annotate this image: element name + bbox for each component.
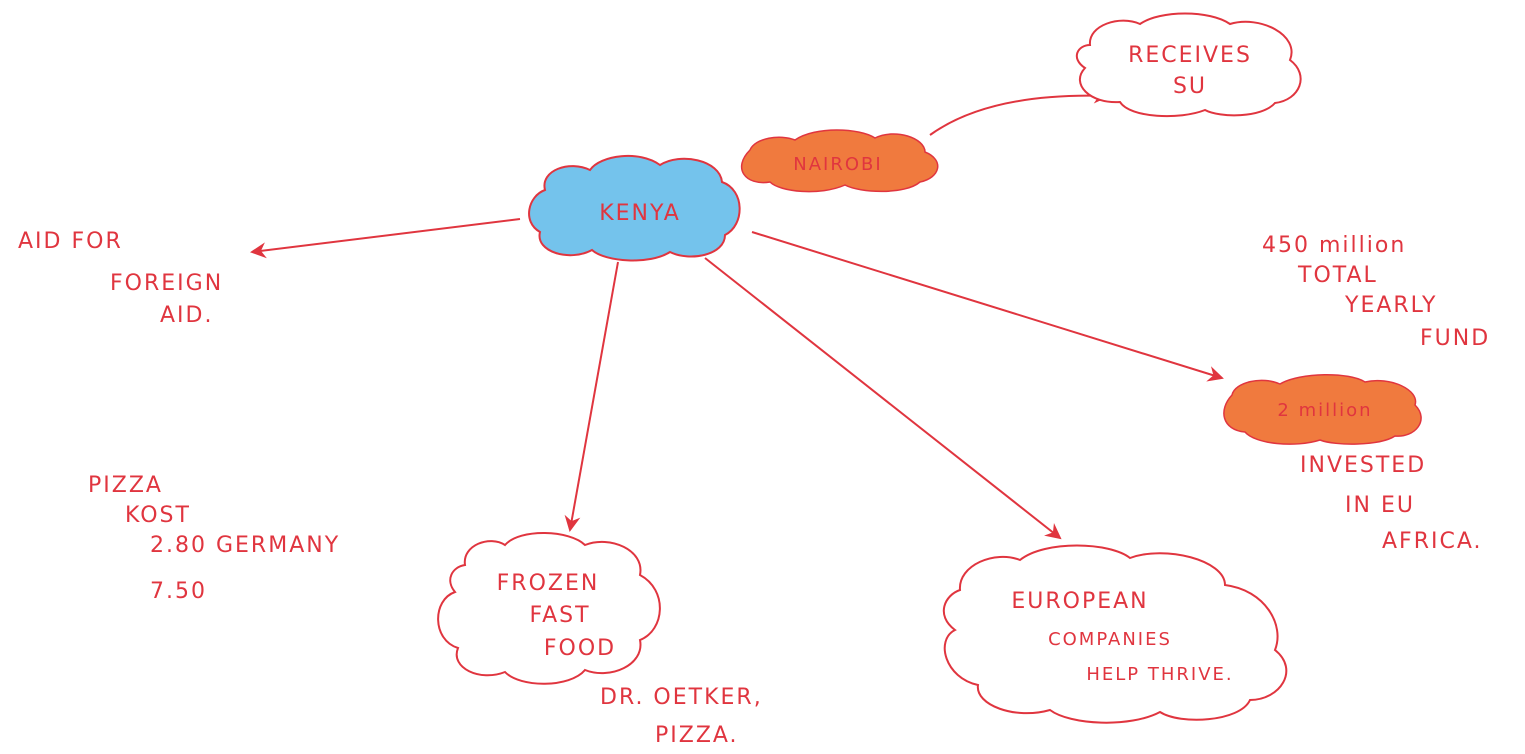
- arrow-kenya-to-aid: [250, 218, 521, 259]
- receives-line-1: RECEIVES: [1128, 43, 1252, 68]
- fund-node: 450 million TOTAL YEARLY FUND: [1262, 233, 1490, 351]
- fund-line-3: YEARLY: [1344, 293, 1437, 318]
- oetker-line-1: DR. OETKER,: [600, 685, 763, 710]
- kenya-node: KENYA: [528, 154, 741, 262]
- invested-line-3: AFRICA.: [1382, 529, 1483, 554]
- connectors: [250, 87, 1224, 540]
- european-cloud: [942, 544, 1288, 724]
- arrow-kenya-to-2-million: [751, 231, 1224, 382]
- kenya-cloud: [528, 154, 741, 262]
- european-node: EUROPEAN COMPANIES HELP THRIVE.: [942, 544, 1288, 724]
- aid-node: AID FOR FOREIGN AID.: [18, 229, 223, 328]
- pizza-line-4: 7.50: [150, 579, 207, 604]
- pizza-cost-node: PIZZA KOST 2.80 GERMANY 7.50: [88, 473, 340, 604]
- receives-node: RECEIVES SU: [1075, 12, 1302, 118]
- invested-node: INVESTED IN EU AFRICA.: [1300, 453, 1483, 554]
- nairobi-node: NAIROBI: [740, 129, 939, 193]
- pizza-line-1: PIZZA: [88, 473, 163, 498]
- nairobi-label: NAIROBI: [793, 154, 882, 175]
- two-million-cloud: [1223, 374, 1422, 445]
- arrow-kenya-to-european: [704, 257, 1062, 540]
- kenya-label: KENYA: [599, 201, 681, 226]
- frozen-food-cloud: [437, 532, 661, 685]
- two-million-node: 2 million: [1223, 374, 1422, 445]
- invested-line-2: IN EU: [1345, 493, 1415, 518]
- fund-line-2: TOTAL: [1297, 263, 1378, 288]
- frozen-food-node: FROZEN FAST FOOD: [437, 532, 661, 685]
- invested-line-1: INVESTED: [1300, 453, 1426, 478]
- arrow-kenya-to-frozen-food: [564, 261, 619, 532]
- european-line-2: COMPANIES: [1048, 629, 1172, 650]
- european-line-3: HELP THRIVE.: [1086, 664, 1233, 685]
- receives-cloud: [1075, 12, 1302, 118]
- frozen-line-2: FAST: [529, 603, 590, 628]
- oetker-line-2: PIZZA.: [655, 723, 739, 748]
- fund-line-1: 450 million: [1262, 233, 1406, 258]
- aid-line-3: AID.: [160, 303, 213, 328]
- two-million-label: 2 million: [1277, 400, 1372, 421]
- nairobi-cloud: [740, 129, 939, 193]
- pizza-line-3: 2.80 GERMANY: [150, 533, 340, 558]
- receives-line-2: SU: [1173, 74, 1207, 99]
- pizza-line-2: KOST: [125, 503, 191, 528]
- aid-line-1: AID FOR: [18, 229, 123, 254]
- frozen-line-1: FROZEN: [497, 571, 600, 596]
- frozen-line-3: FOOD: [544, 636, 616, 661]
- arrow-nairobi-to-receives: [929, 87, 1110, 136]
- european-line-1: EUROPEAN: [1011, 589, 1148, 614]
- aid-line-2: FOREIGN: [110, 271, 223, 296]
- oetker-node: DR. OETKER, PIZZA.: [600, 685, 763, 748]
- fund-line-4: FUND: [1420, 326, 1490, 351]
